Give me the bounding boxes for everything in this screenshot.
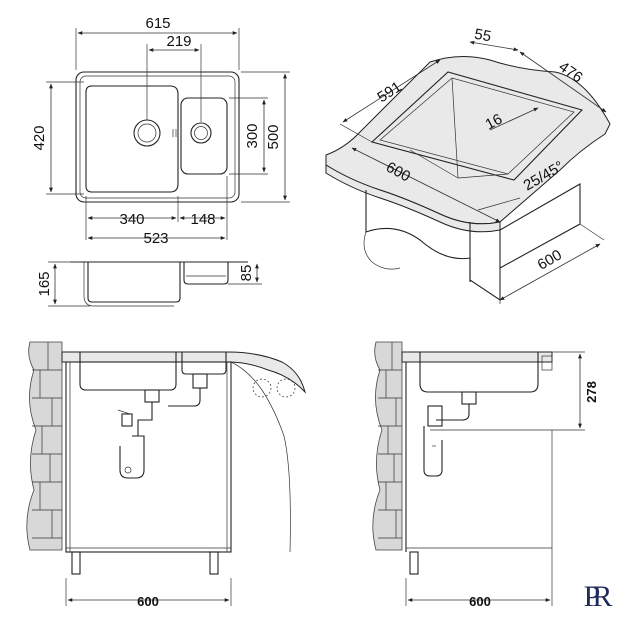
dim-label-16: 16 [483,111,506,134]
small-drain-icon [190,122,212,144]
dim-label-523: 523 [143,230,168,247]
dim-label-55: 55 [473,26,492,46]
large-bowl [85,85,179,193]
cabinet-leg-left [71,551,81,575]
countertop-front [61,351,306,394]
front-installation-view: 600 [26,341,306,609]
large-drain-inner [137,123,157,143]
dim-label-300: 300 [244,123,261,148]
brick-wall-left [26,341,63,551]
cabinet-body-front [65,361,232,553]
dim-label-340: 340 [119,211,144,228]
siphon-assembly [117,373,208,479]
countertop-side [401,351,553,363]
small-drain-inner [194,126,208,140]
brick-wall-right [372,341,403,551]
leader-line-radius [477,197,521,211]
small-bowl-section [183,262,229,285]
sink-top-view: 615 219 420 300 500 340 148 523 [31,15,290,247]
large-bowl-outer [83,262,174,307]
wall-cut-line [230,361,291,553]
sink-rim [79,75,236,199]
dim-line-600-side [499,243,601,301]
dim-label-420: 420 [31,125,48,150]
dim-label-615: 615 [145,15,170,32]
cabinet-wave [363,231,401,270]
dim-line-16 [489,107,539,131]
dim-line-55 [469,40,519,52]
side-sink-bowl [419,352,539,393]
brand-logo: PR [584,580,621,613]
side-siphon-assembly [423,391,477,477]
side-installation-view: 278 600 [372,341,599,609]
dim-label-600-side: 600 [535,246,565,273]
large-bowl-section [80,261,181,303]
logo-text: PR [584,580,613,613]
ext-line [579,223,605,241]
cabinet-leg-right [209,551,219,575]
dim-label-side-600: 600 [469,594,491,609]
socket-icon [252,378,272,398]
brick-joints-right [378,342,402,539]
dim-label-148: 148 [190,211,215,228]
dim-line-591 [342,59,441,123]
small-bowl [180,97,228,175]
dim-line-476 [519,51,607,113]
sink-side-section: 165 85 [36,261,262,307]
dim-label-85: 85 [238,265,255,282]
dim-label-278: 278 [584,381,599,403]
side-overflow [541,355,553,371]
ext-line [339,123,373,143]
dim-label-219: 219 [166,33,191,50]
cabinet-side-leg [409,551,419,575]
dim-label-500: 500 [265,124,282,149]
cabinet-isometric-view: 591 55 476 16 600 25/45° 600 [325,26,611,304]
socket-icon [276,378,296,398]
front-large-bowl [79,352,177,391]
brick-joints [32,342,62,539]
dim-line-600-front [351,147,501,223]
dim-label-165: 165 [36,271,53,296]
dim-label-front-600: 600 [137,594,159,609]
sink-outline [75,71,240,203]
